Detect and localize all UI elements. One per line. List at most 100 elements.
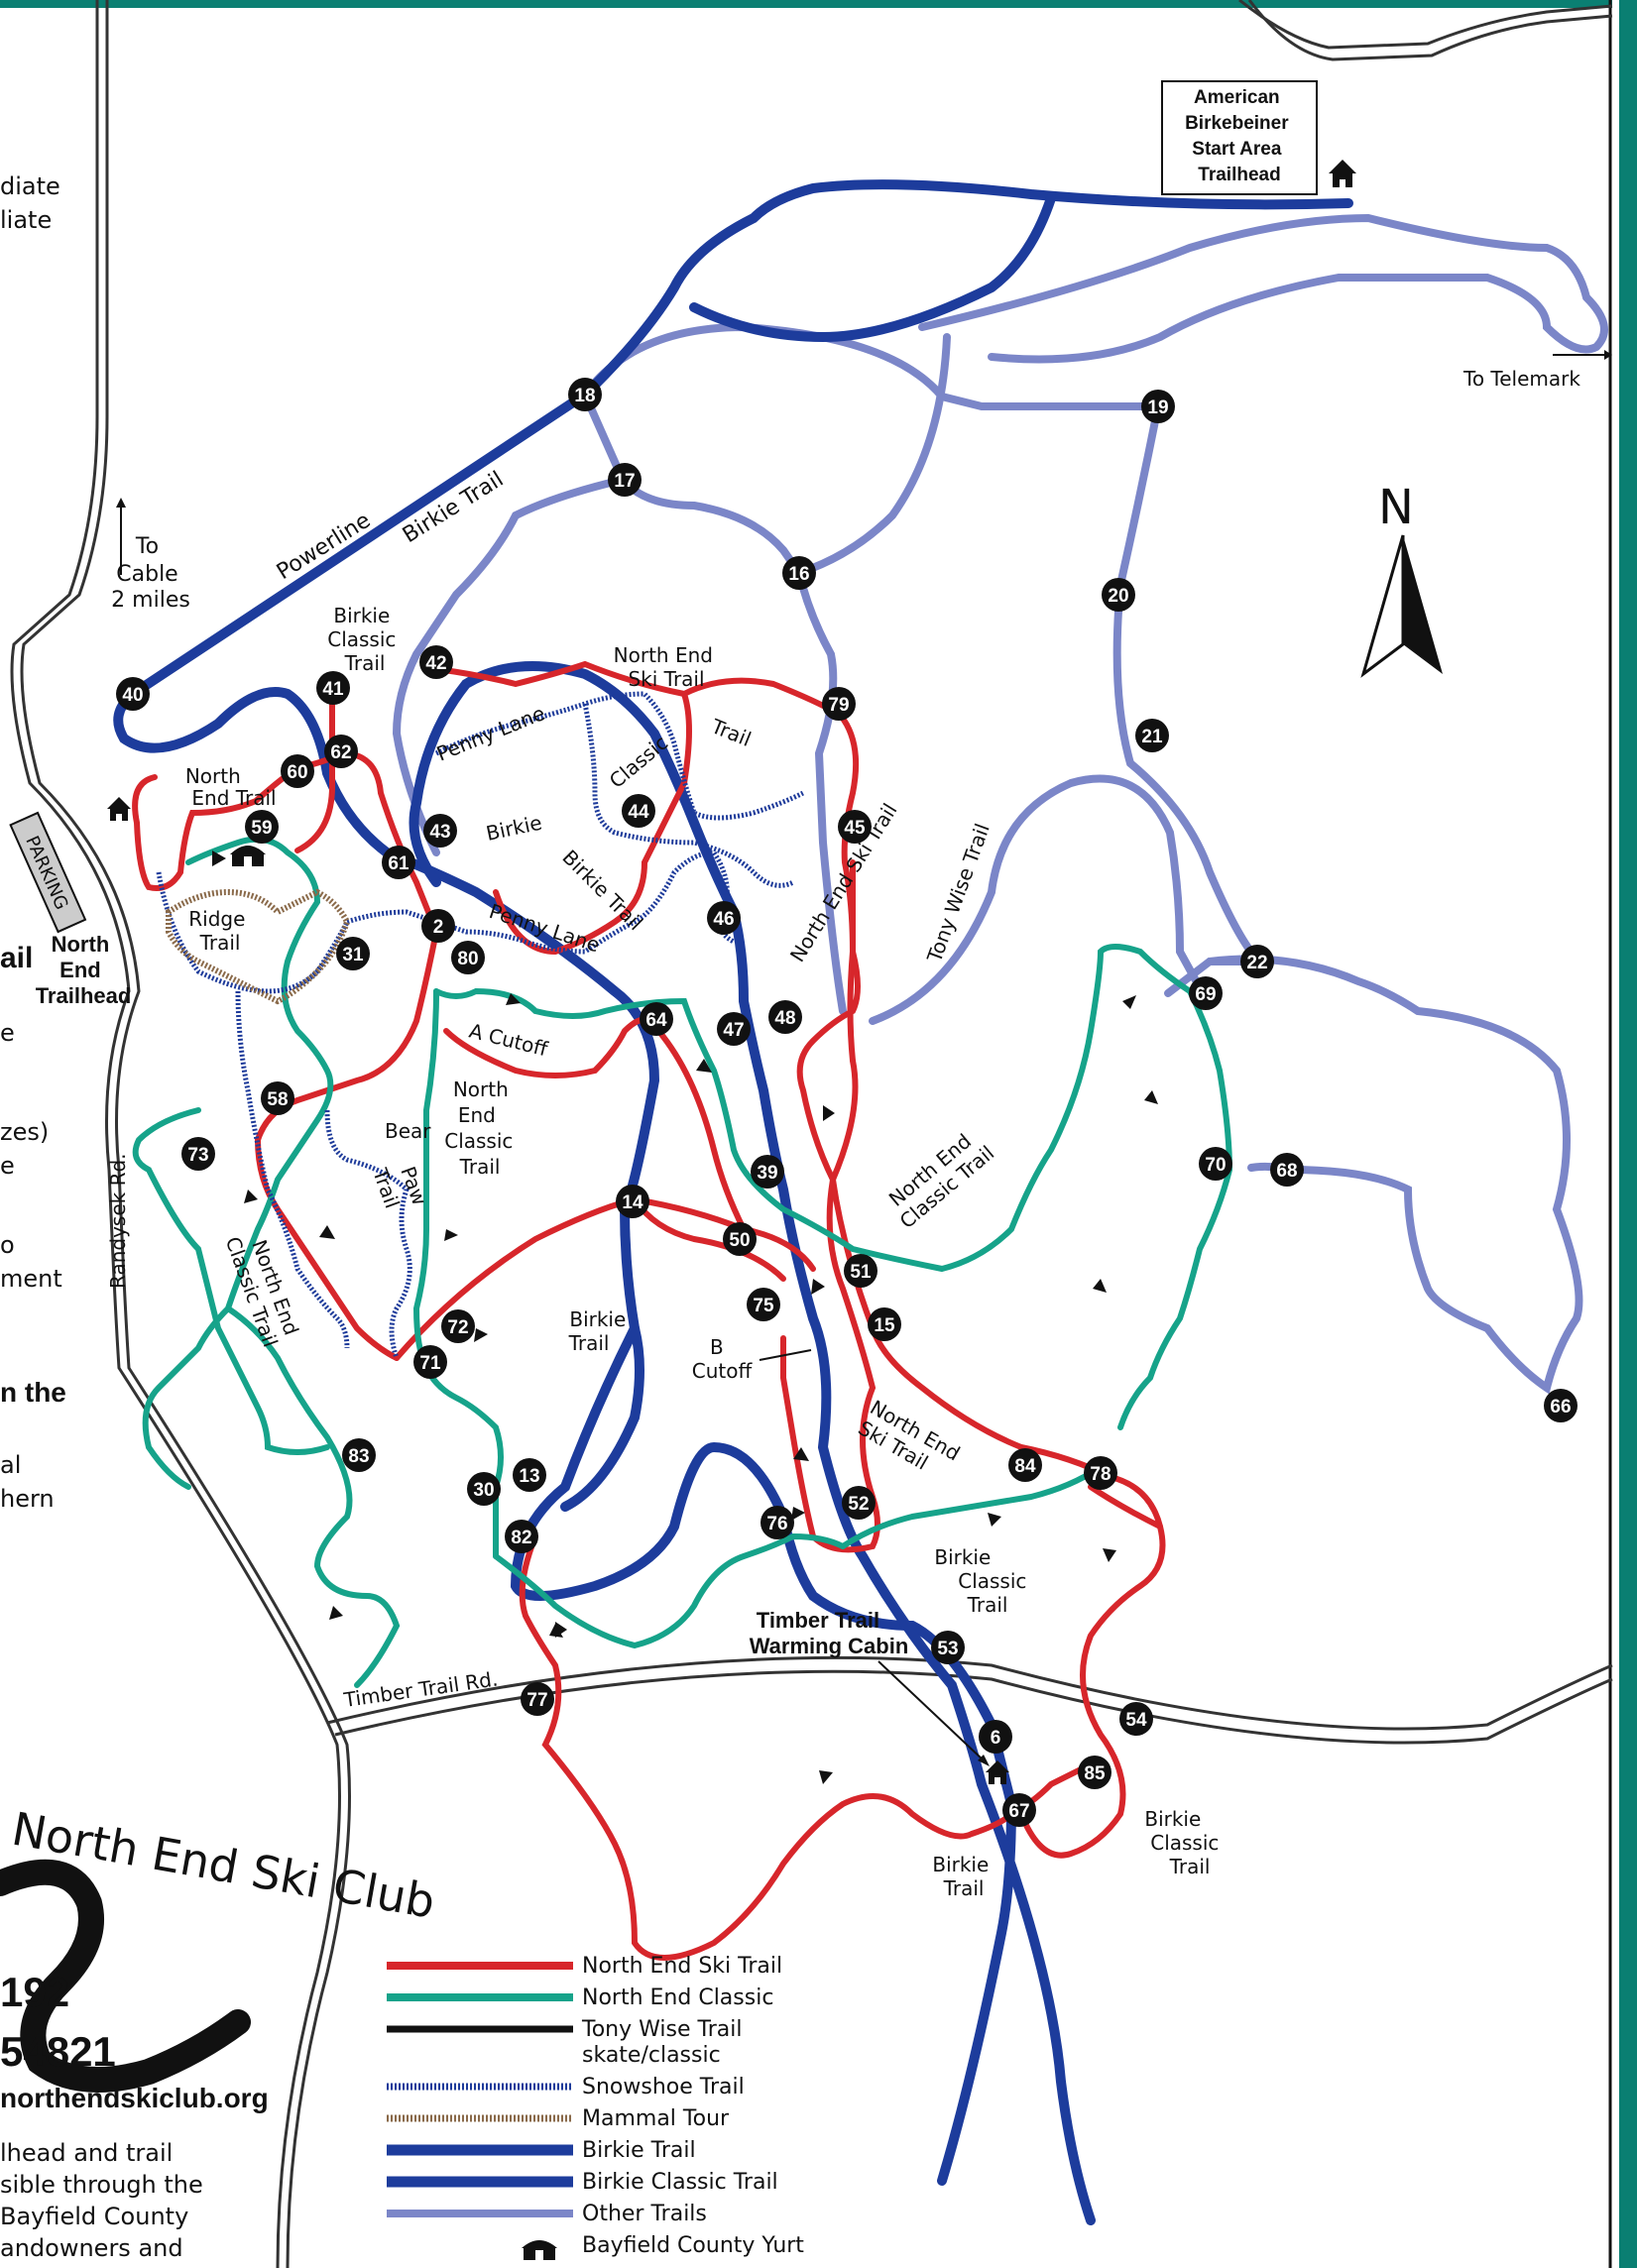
junction-label: 43 <box>429 822 450 843</box>
junction-70: 70 <box>1199 1147 1232 1181</box>
tony-wise-trail-label: Tony Wise Trail <box>922 821 994 966</box>
map-frame-top <box>0 0 1637 8</box>
junction-label: 42 <box>425 653 446 674</box>
junction-label: 50 <box>729 1230 750 1251</box>
bct-lower-2: Classic <box>958 1569 1026 1593</box>
parking-house-icon <box>107 797 131 821</box>
birkie-label-mid: Birkie <box>484 811 544 846</box>
frag-5: zes) <box>0 1118 49 1146</box>
junction-label: 18 <box>574 386 595 406</box>
junction-label: 48 <box>774 1008 795 1029</box>
trailhead-label-1: North <box>52 932 110 957</box>
junction-label: 70 <box>1205 1155 1226 1176</box>
footer-1: lhead and trail <box>0 2139 173 2167</box>
legend-label: North End Classic <box>582 1985 773 2010</box>
frag-7: o <box>0 1231 15 1259</box>
junction-label: 53 <box>937 1639 958 1659</box>
junction-66: 66 <box>1544 1389 1578 1422</box>
junction-label: 68 <box>1276 1161 1297 1182</box>
junction-68: 68 <box>1270 1153 1304 1187</box>
junction-60: 60 <box>281 754 314 788</box>
junction-30: 30 <box>467 1472 501 1506</box>
junction-label: 73 <box>187 1145 208 1166</box>
junction-82: 82 <box>505 1520 538 1553</box>
nec-trail-4: Trail <box>459 1155 501 1179</box>
legend-item-6: Birkie Classic Trail <box>387 2170 778 2195</box>
trail-label: Trail <box>707 714 755 751</box>
junction-label: 21 <box>1141 727 1163 747</box>
junction-label: 54 <box>1125 1710 1147 1731</box>
junction-47: 47 <box>717 1012 751 1046</box>
junction-17: 17 <box>608 463 642 497</box>
svg-text:Birkie Classic Trail: Birkie Classic Trail <box>327 604 403 675</box>
footer-4: andowners and <box>0 2234 183 2262</box>
ridge-trail-1: Ridge <box>188 907 245 931</box>
junction-51: 51 <box>844 1254 877 1288</box>
start-area-line-4: Trailhead <box>1198 165 1280 185</box>
junction-6: 6 <box>979 1720 1012 1754</box>
to-cable-line-2: Cable <box>116 562 177 587</box>
junction-label: 80 <box>457 949 478 969</box>
svg-text:Birkie Trail: Birkie Trail <box>568 1307 633 1355</box>
randysek-rd-label: Randysek Rd. <box>106 1153 130 1289</box>
junction-50: 50 <box>723 1222 757 1256</box>
junction-label: 76 <box>766 1514 787 1534</box>
bct-bottom-1: Birkie <box>1144 1807 1201 1831</box>
junction-62: 62 <box>324 735 358 768</box>
legend-item-0: North End Ski Trail <box>387 1954 782 1979</box>
ridge-trail-2: Trail <box>199 931 241 955</box>
bct-bottom-3: Trail <box>1169 1855 1211 1878</box>
junction-label: 59 <box>251 818 272 839</box>
junction-label: 75 <box>753 1296 774 1316</box>
svg-text:To Cable 2 miles: To Cable 2 miles <box>111 534 190 613</box>
frag-3: ail <box>0 942 33 974</box>
start-area-line-2: Birkebeiner <box>1185 113 1289 134</box>
bct-bottom-2: Classic <box>1150 1831 1219 1855</box>
junction-21: 21 <box>1135 719 1169 752</box>
address-line-2: 54821 <box>0 2028 116 2075</box>
junction-18: 18 <box>568 378 602 411</box>
birkie-trail-bottom-2: Trail <box>943 1876 985 1900</box>
svg-text:North End Classic Trail: North End Classic Trail <box>879 1122 998 1233</box>
legend-label: Other Trails <box>582 2202 707 2226</box>
start-area-box: American Birkebeiner Start Area Trailhea… <box>1161 80 1356 195</box>
junction-54: 54 <box>1119 1702 1153 1736</box>
birkie-trail-label-diag: Birkie Trail <box>557 846 647 936</box>
yurt-icon <box>230 846 266 866</box>
junction-42: 42 <box>419 645 453 679</box>
junction-19: 19 <box>1141 390 1175 423</box>
start-area-line-1: American <box>1194 87 1280 108</box>
classic-label: Classic <box>605 731 672 793</box>
junction-label: 83 <box>348 1446 369 1467</box>
junction-label: 64 <box>645 1010 667 1031</box>
legend-label: North End Ski Trail <box>582 1954 782 1979</box>
birkie-classic-trail-3: Trail <box>344 651 386 675</box>
north-end-trail-1: North <box>185 764 241 788</box>
junction-14: 14 <box>616 1185 649 1218</box>
svg-text:Bear: Bear <box>385 1119 431 1143</box>
junction-label: 47 <box>723 1020 744 1041</box>
b-cutoff-2: Cutoff <box>692 1359 754 1383</box>
birkie-classic-trail-2: Classic <box>327 627 396 651</box>
cabin-label-1: Timber Trail <box>757 1608 879 1633</box>
legend-label: Birkie Trail <box>582 2138 696 2163</box>
junction-40: 40 <box>116 677 150 711</box>
legend-item-7: Other Trails <box>387 2202 707 2226</box>
frag-10: al <box>0 1451 21 1479</box>
yurt-icon <box>522 2240 557 2260</box>
legend-item-8: Bayfield County Yurt <box>522 2233 804 2260</box>
junction-13: 13 <box>513 1458 546 1492</box>
junction-label: 79 <box>828 695 849 716</box>
junction-61: 61 <box>382 846 415 879</box>
junction-label: 58 <box>267 1089 288 1110</box>
to-cable-line-3: 2 miles <box>111 588 190 613</box>
birkie-trail-stack-1: Birkie <box>569 1307 626 1331</box>
junction-label: 60 <box>287 762 307 783</box>
nec-trail-1: North <box>453 1077 509 1101</box>
junction-label: 2 <box>433 917 444 938</box>
north-end-trail-2: End Trail <box>191 786 276 810</box>
junction-72: 72 <box>441 1309 475 1343</box>
svg-text:Birkie Classic Trail: Birkie Classic Trail <box>934 1545 1032 1617</box>
svg-text:lhead and trail sible thro: lhead and trail sible through the Bayfie… <box>0 2139 210 2262</box>
